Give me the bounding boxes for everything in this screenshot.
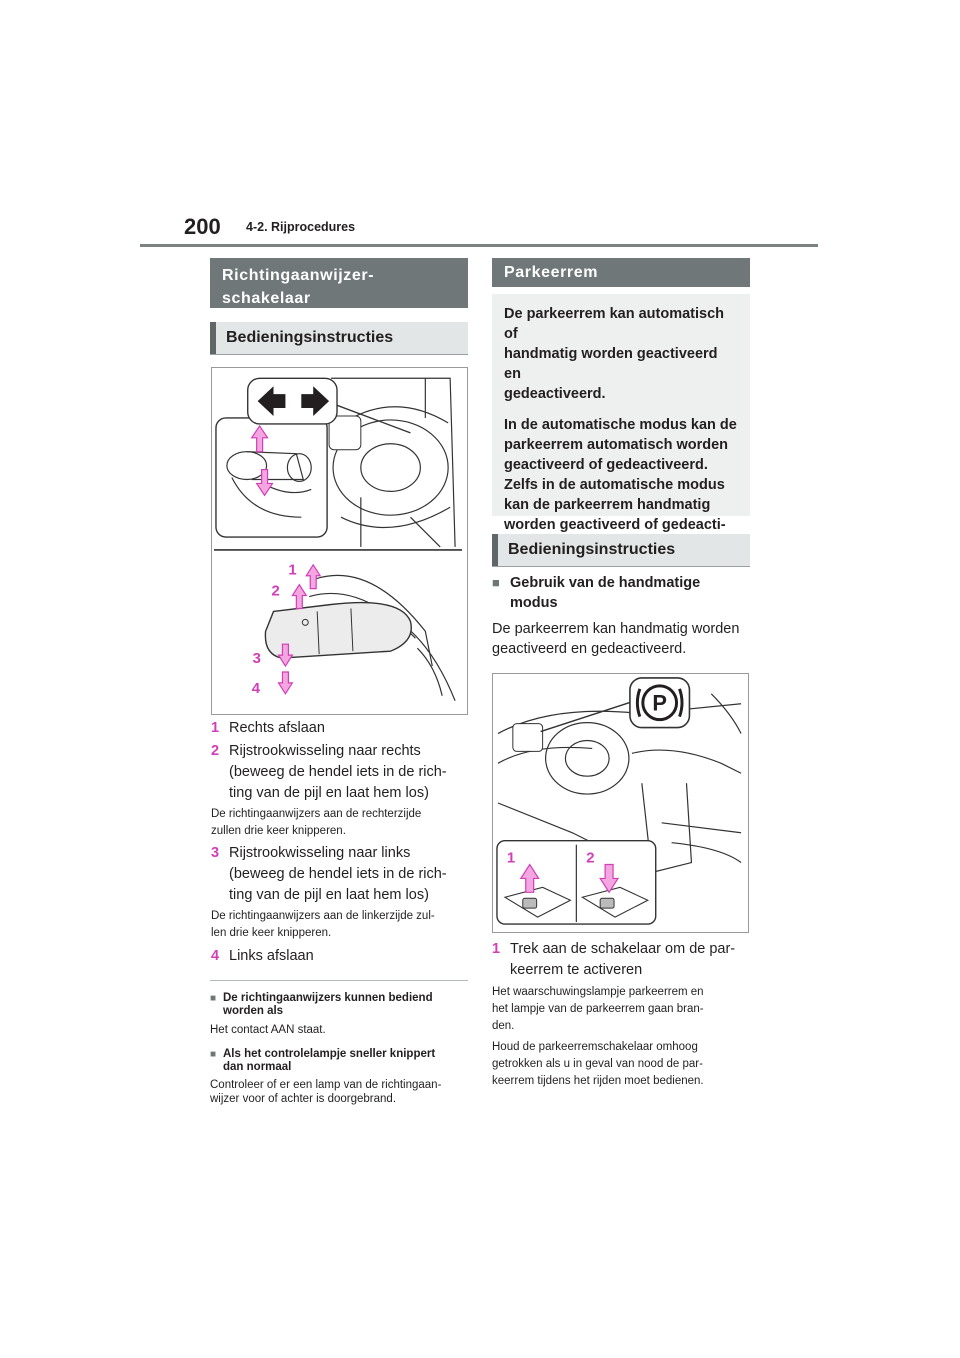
step-text: Rijstrookwisseling naar links (beweeg de…: [229, 845, 447, 903]
bullet-title: Als het controlelampje sneller knippert …: [223, 1048, 436, 1073]
section-title: 4-2. Rijprocedures: [246, 220, 356, 234]
turn-step-3: 3 Rijstrookwisseling naar links (beweeg …: [211, 843, 471, 906]
bullet-square-icon: ■: [210, 1049, 217, 1060]
manual-mode-title: Gebruik van de handmatige modus: [510, 575, 701, 611]
left-subheading-rule: [210, 354, 468, 355]
step-text: Links afslaan: [229, 948, 314, 964]
left-subheading: Bedieningsinstructies: [210, 322, 468, 354]
step-number: 1: [492, 941, 501, 957]
step-text: Rijstrookwisseling naar rechts (beweeg d…: [229, 743, 447, 801]
step-number: 2: [211, 743, 220, 759]
step-number: 1: [211, 720, 220, 736]
parking-note-1: Het waarschuwingslampje parkeerrem en he…: [492, 986, 704, 1032]
figure-label-1: 1: [288, 563, 296, 579]
turn-note-left: De richtingaanwijzers aan de linkerzijde…: [211, 910, 435, 939]
bullet-square-icon: ■: [210, 993, 217, 1004]
header-rule: [140, 244, 818, 247]
parking-note-2: Houd de parkeerremschakelaar omhoog getr…: [492, 1041, 704, 1087]
parking-brake-illustration: P 1 2: [496, 677, 742, 925]
bullet-square-icon: ■: [492, 575, 500, 590]
parking-brake-symbol: P: [652, 691, 667, 716]
right-subheading: Bedieningsinstructies: [492, 534, 750, 566]
info-paragraph-1: De parkeerrem kan automatisch of handmat…: [504, 306, 725, 402]
right-subheading-rule: [492, 566, 750, 567]
bullet-fast-blink: ■ Als het controlelampje sneller knipper…: [210, 1048, 472, 1074]
info-paragraph-2: In de automatische modus kan de parkeerr…: [504, 417, 737, 553]
turn-step-4: 4 Links afslaan: [211, 946, 471, 967]
parking-brake-info: De parkeerrem kan automatisch of handmat…: [492, 294, 750, 553]
bullet-fast-blink-text: Controleer of er een lamp van de richtin…: [210, 1079, 442, 1105]
figure-label-3: 3: [253, 651, 261, 667]
turn-note-right: De richtingaanwijzers aan de rechterzijd…: [211, 808, 422, 837]
left-bottom-rule: [210, 980, 468, 981]
parking-figure-label-1: 1: [507, 851, 515, 867]
parking-brake-heading: Parkeerrem: [492, 258, 750, 287]
manual-mode-heading: ■ Gebruik van de handmatige modus: [492, 573, 750, 613]
right-subheading-label: Bedieningsinstructies: [508, 541, 676, 558]
bullet-condition: ■ De richtingaanwijzers kunnen bediend w…: [210, 992, 472, 1018]
turn-signal-illustration: 1 2 3 4: [213, 377, 463, 701]
parking-brake-figure: P 1 2: [492, 673, 749, 933]
step-text: Rechts afslaan: [229, 720, 325, 736]
page-number: 200: [184, 214, 221, 239]
turn-signal-heading: Richtingaanwijzer- schakelaar: [210, 258, 468, 308]
step-text: Trek aan de schakelaar om de par- keerre…: [510, 941, 736, 978]
step-number: 4: [211, 948, 220, 964]
figure-label-4: 4: [252, 681, 261, 697]
parking-figure-label-2: 2: [586, 851, 594, 867]
bullet-condition-text: Het contact AAN staat.: [210, 1024, 326, 1036]
parking-step-1: 1 Trek aan de schakelaar om de par- keer…: [492, 939, 752, 981]
turn-step-1: 1 Rechts afslaan: [211, 718, 471, 739]
turn-step-2: 2 Rijstrookwisseling naar rechts (beweeg…: [211, 741, 471, 804]
step-number: 3: [211, 845, 220, 861]
manual-mode-text: De parkeerrem kan handmatig worden geact…: [492, 621, 740, 657]
left-subheading-label: Bedieningsinstructies: [226, 329, 394, 346]
bullet-title: De richtingaanwijzers kunnen bediend wor…: [223, 992, 433, 1017]
figure-label-2: 2: [272, 584, 280, 600]
turn-signal-figure: 1 2 3 4: [211, 367, 468, 715]
